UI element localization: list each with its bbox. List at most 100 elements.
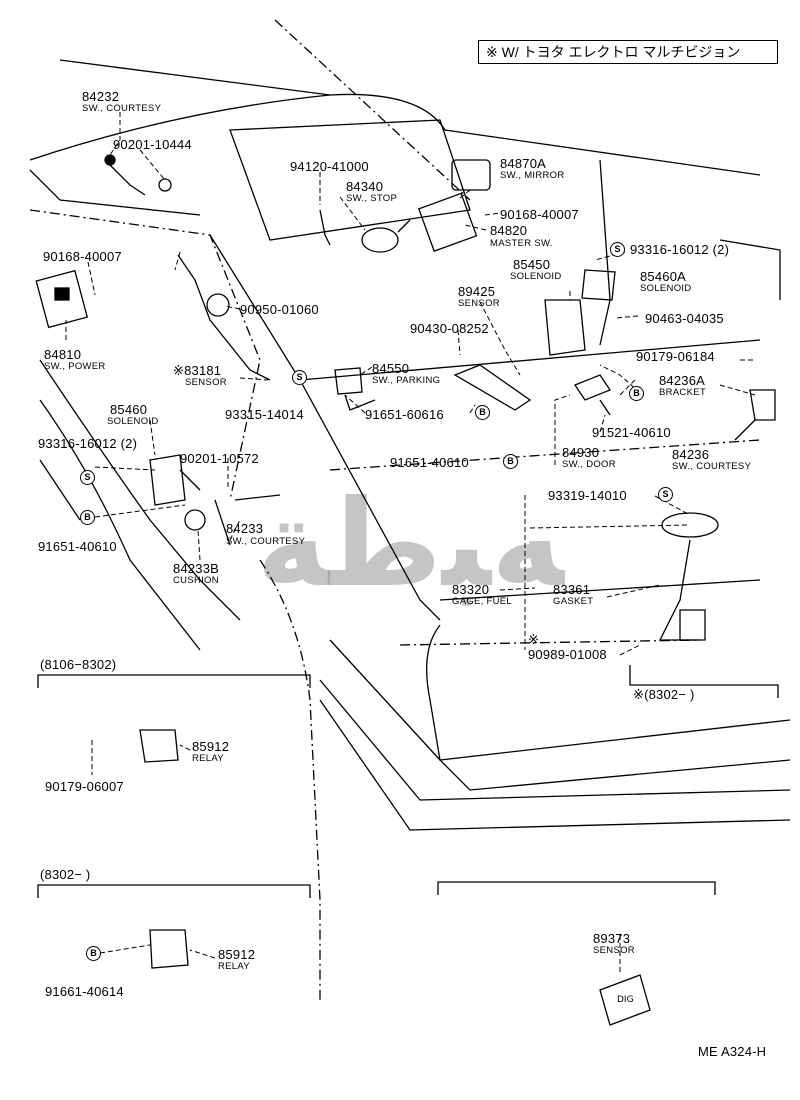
leader-line (179, 744, 191, 751)
power-switch-knob (54, 287, 70, 301)
stop-switch-lead (397, 219, 411, 233)
body-outline (399, 639, 701, 646)
leader-line (619, 379, 636, 396)
part-number: 93316-16012 (2) (630, 242, 730, 257)
part-number: 85450 (513, 257, 551, 272)
solenoid-85460-shape (149, 454, 186, 506)
leader-line (94, 504, 186, 518)
leader-line (139, 149, 166, 181)
courtesy-wire (109, 164, 146, 196)
stop-switch-wire (319, 209, 331, 246)
body-outline (719, 239, 781, 300)
circle-mark-s: S (658, 487, 673, 502)
part-number: 91651-60616 (365, 407, 444, 422)
circle-mark-b: B (86, 946, 101, 961)
part-number: 85460A (640, 269, 687, 284)
header-note: ※ W/ トヨタ エレクトロ マルチビジョン (486, 44, 741, 60)
part-number: 90179-06007 (45, 779, 124, 794)
part-number: 91661-40614 (45, 984, 124, 999)
relay-85912b-shape (149, 929, 189, 969)
body-outline (59, 59, 331, 96)
power-switch-shape (35, 269, 89, 329)
part-name: SOLENOID (107, 416, 159, 427)
body-outline (329, 439, 761, 471)
circle-mark-b: B (475, 405, 490, 420)
parking-wire (344, 394, 376, 411)
sensor-wire (177, 254, 271, 381)
part-name: SW., COURTESY (226, 536, 306, 547)
part-number: 90989-01008 (528, 647, 607, 662)
part-number: 94120-41000 (290, 159, 369, 174)
part-number: 84810 (44, 347, 82, 362)
part-number: 93315-14014 (225, 407, 304, 422)
body-outline (39, 359, 241, 621)
part-number: 83320 (452, 582, 490, 597)
body-outline (29, 169, 201, 216)
leader-line (459, 189, 471, 199)
part-number: 90179-06184 (636, 349, 715, 364)
solenoid-85450-shape (544, 299, 586, 356)
bracket-84236A-shape (749, 389, 776, 421)
leader-line (499, 587, 536, 591)
circle-mark-b: B (503, 454, 518, 469)
body-outline (214, 499, 231, 546)
body-outline (274, 19, 471, 201)
leader-line (87, 261, 96, 296)
leader-line (479, 301, 521, 376)
part-number: 84233 (226, 521, 264, 536)
circle-mark-s: S (610, 242, 625, 257)
body-outline (599, 159, 611, 346)
part-name: SW., COURTESY (672, 461, 752, 472)
part-name: BRACKET (659, 387, 706, 398)
leader-line (94, 466, 156, 471)
courtesy-84236-wire (734, 419, 756, 441)
relay-85912a-shape (139, 729, 179, 763)
part-name: SW., COURTESY (82, 103, 162, 114)
body-outline (299, 339, 761, 381)
footer-code: ME A324-H (698, 1044, 767, 1059)
solenoid-85460-wire (179, 469, 201, 491)
sensor-89373-shape (599, 974, 651, 1026)
body-outline (209, 234, 441, 621)
body-outline (39, 459, 81, 521)
body-outline (29, 209, 261, 501)
leader-line (224, 305, 241, 310)
part-number: 91521-40610 (592, 425, 671, 440)
part-number: 90463-04035 (645, 311, 724, 326)
part-name: SW., STOP (346, 193, 398, 204)
door-switch-shape (574, 374, 611, 401)
part-name: GAGE, FUEL (452, 596, 513, 607)
part-number: 89425 (458, 284, 496, 299)
part-number: 85912 (192, 739, 230, 754)
leader-line (529, 524, 691, 529)
part-number: 90168-40007 (500, 207, 579, 222)
part-number: 91651-40610 (38, 539, 117, 554)
leader-line (109, 112, 121, 156)
body-outline (439, 579, 761, 601)
part-name: GASKET (553, 596, 594, 607)
part-name: RELAY (192, 753, 224, 764)
part-number: 83361 (553, 582, 591, 597)
body-outline (426, 624, 791, 761)
part-name: SENSOR (593, 945, 635, 956)
circle-mark-s: S (80, 470, 95, 485)
section-bracket (37, 884, 311, 898)
leader-line (359, 366, 373, 376)
part-name: SOLENOID (510, 271, 562, 282)
parking-switch-shape (334, 367, 363, 395)
leader-line (654, 495, 691, 516)
stop-switch-shape (361, 227, 399, 253)
leader-line (149, 419, 156, 456)
part-number: 84870A (500, 156, 547, 171)
solenoid-85460A-shape (581, 269, 616, 301)
fuel-gage-float (679, 609, 706, 641)
master-switch-shape (417, 192, 478, 252)
part-number: ※83181 (173, 363, 222, 378)
part-number: 90950-01060 (240, 302, 319, 317)
part-number: 84930 (562, 445, 600, 460)
circle-mark-s: S (292, 370, 307, 385)
section-bracket (437, 881, 716, 895)
part-number: 85460 (110, 402, 148, 417)
part-name: SW., POWER (44, 361, 106, 372)
courtesy-84233-wire (234, 494, 281, 501)
